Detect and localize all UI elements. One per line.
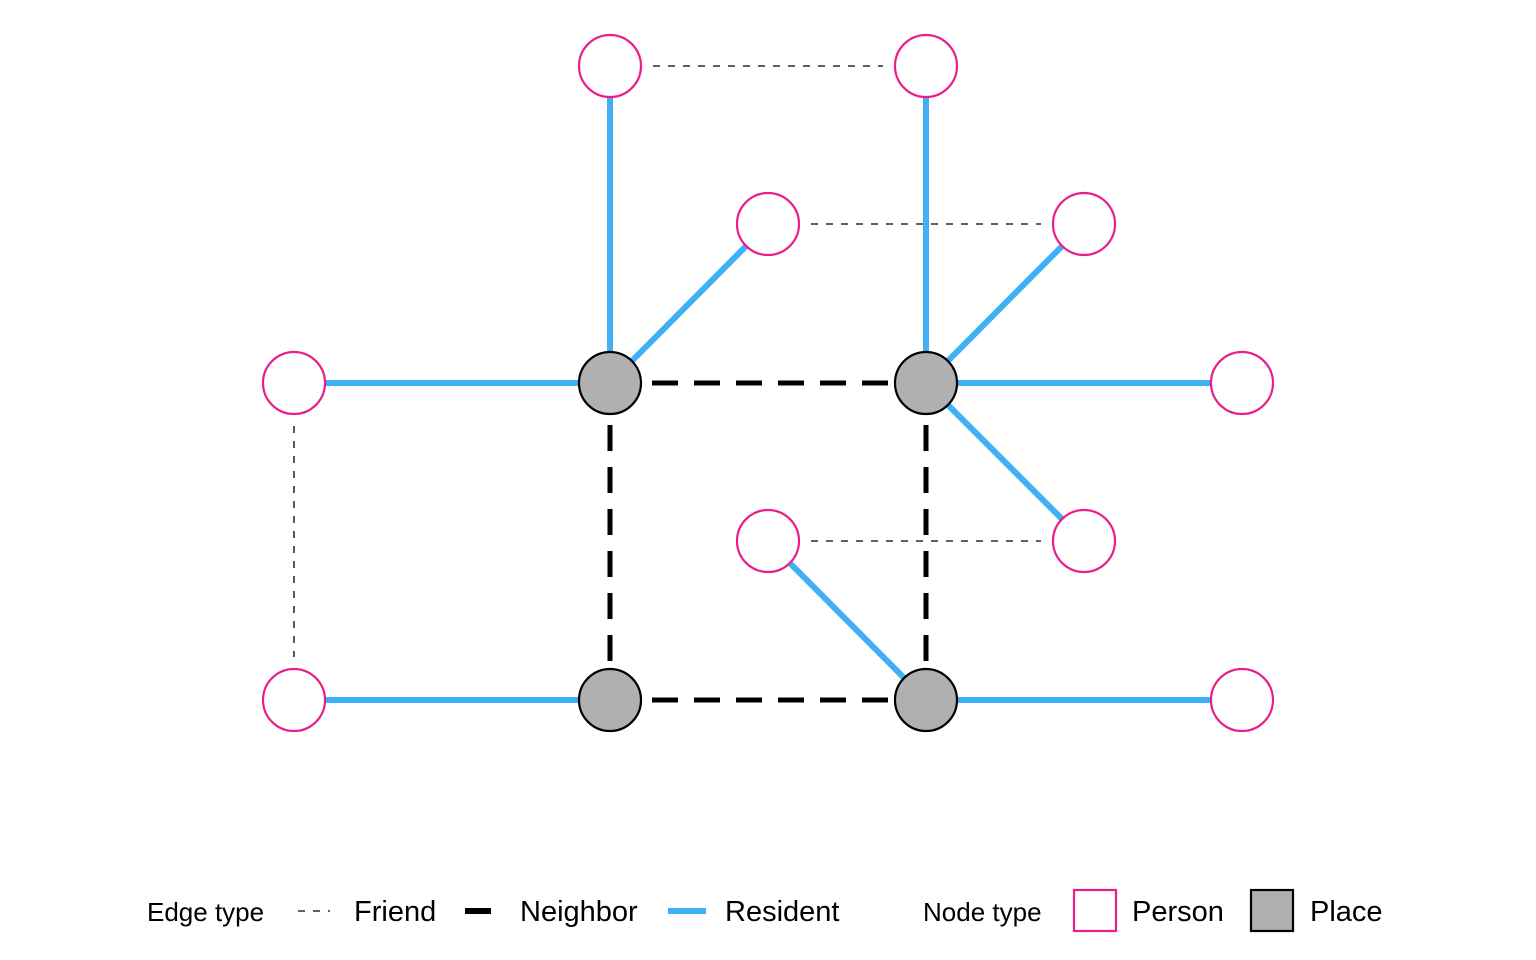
place-node <box>893 667 959 733</box>
place-node <box>577 667 643 733</box>
person-node <box>1209 667 1275 733</box>
person-node <box>1051 191 1117 257</box>
person-node <box>261 667 327 733</box>
legend-node-title: Node type <box>923 897 1042 927</box>
nodes-layer <box>261 33 1275 733</box>
resident-edge <box>607 221 771 386</box>
legend-neighbor-label: Neighbor <box>520 896 638 928</box>
resident-edge <box>765 538 929 703</box>
person-node <box>577 33 643 99</box>
legend-person-label: Person <box>1132 896 1224 928</box>
legend-place-label: Place <box>1310 896 1383 928</box>
legend-person-swatch <box>1072 888 1118 933</box>
person-node <box>893 33 959 99</box>
person-node <box>1051 508 1117 574</box>
person-node <box>735 191 801 257</box>
person-node <box>1209 350 1275 416</box>
legend: Edge type Friend Neighbor Resident Node … <box>147 888 1383 933</box>
resident-edge <box>923 380 1087 544</box>
resident-edge <box>923 221 1087 386</box>
place-node <box>893 350 959 416</box>
legend-place-swatch <box>1249 888 1295 933</box>
legend-resident-label: Resident <box>725 896 839 928</box>
legend-friend-label: Friend <box>354 896 436 928</box>
legend-edge-title: Edge type <box>147 897 264 927</box>
place-node <box>577 350 643 416</box>
person-node <box>735 508 801 574</box>
person-node <box>261 350 327 416</box>
edges-layer <box>293 65 1242 703</box>
